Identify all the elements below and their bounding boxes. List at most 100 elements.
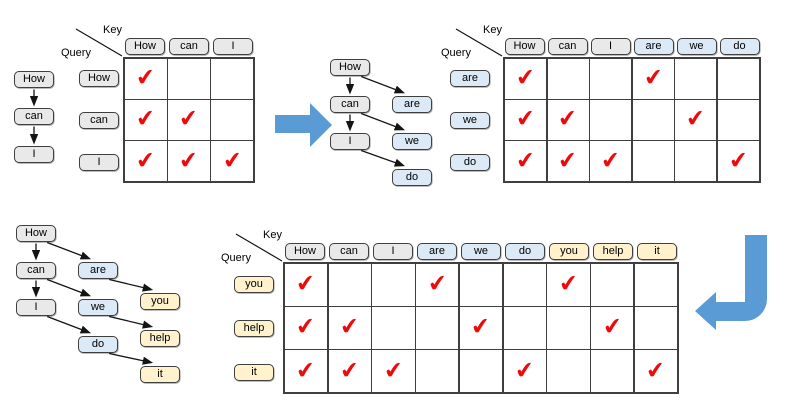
check-icon: ✔ bbox=[557, 105, 580, 134]
attention-matrix-3: ✔✔✔✔✔✔✔✔✔✔✔✔ bbox=[283, 262, 679, 394]
cell-help-you bbox=[547, 307, 590, 349]
check-icon: ✔ bbox=[644, 356, 667, 385]
cell-you-help bbox=[591, 264, 634, 306]
token-i: I bbox=[16, 299, 56, 316]
query-are: are bbox=[450, 69, 490, 87]
cell-you-it bbox=[634, 264, 677, 306]
cell-help-help: ✔ bbox=[591, 307, 634, 349]
check-icon: ✔ bbox=[557, 146, 580, 175]
cell-i-how: ✔ bbox=[125, 141, 167, 181]
cell-do-do: ✔ bbox=[717, 141, 759, 181]
axis-diagonal-line bbox=[455, 28, 503, 57]
cell-you-can bbox=[328, 264, 371, 306]
check-icon: ✔ bbox=[642, 64, 665, 93]
check-icon: ✔ bbox=[382, 356, 405, 385]
cell-are-do bbox=[717, 59, 759, 99]
check-icon: ✔ bbox=[514, 105, 537, 134]
edge-i-do bbox=[46, 315, 92, 334]
token-how: How bbox=[14, 71, 54, 88]
cell-help-how: ✔ bbox=[285, 307, 328, 349]
cell-do-how: ✔ bbox=[505, 141, 547, 181]
cell-it-can: ✔ bbox=[328, 350, 371, 392]
check-icon: ✔ bbox=[426, 270, 449, 299]
check-icon: ✔ bbox=[295, 313, 318, 342]
token-we: we bbox=[392, 133, 432, 150]
edge-can-we bbox=[360, 112, 406, 131]
key-i: I bbox=[213, 38, 253, 55]
cell-how-how: ✔ bbox=[125, 59, 167, 99]
query-we: we bbox=[450, 111, 490, 129]
key-can: can bbox=[169, 38, 209, 55]
cell-do-i: ✔ bbox=[590, 141, 632, 181]
key-are: are bbox=[633, 38, 674, 55]
key-how: How bbox=[504, 38, 545, 55]
transition-arrow-right-icon bbox=[275, 103, 332, 147]
cell-do-can: ✔ bbox=[547, 141, 589, 181]
key-we: we bbox=[676, 38, 717, 55]
edge-we-help bbox=[109, 315, 154, 329]
axis-diagonal-line bbox=[235, 233, 283, 262]
edge-how-are bbox=[46, 241, 92, 260]
cell-it-do: ✔ bbox=[503, 350, 546, 392]
cell-you-we bbox=[459, 264, 503, 306]
cell-are-we bbox=[675, 59, 717, 99]
cell-it-are bbox=[416, 350, 459, 392]
token-can: can bbox=[16, 262, 56, 279]
token-we: we bbox=[78, 299, 118, 316]
cell-we-how: ✔ bbox=[505, 100, 547, 140]
query-it: it bbox=[234, 363, 274, 381]
token-i: I bbox=[330, 133, 370, 150]
key-i: I bbox=[373, 243, 413, 260]
key-axis-label: Key bbox=[483, 24, 502, 36]
key-you: you bbox=[549, 243, 589, 260]
check-icon: ✔ bbox=[338, 356, 361, 385]
cell-we-do bbox=[717, 100, 759, 140]
edge-can-we bbox=[46, 278, 92, 297]
key-we: we bbox=[461, 243, 501, 260]
query-axis-label: Query bbox=[441, 47, 471, 59]
check-icon: ✔ bbox=[599, 146, 622, 175]
check-icon: ✔ bbox=[295, 356, 318, 385]
cell-are-can bbox=[547, 59, 589, 99]
check-icon: ✔ bbox=[177, 105, 200, 134]
loop-arrow-down-left-icon bbox=[695, 235, 767, 330]
query-axis-label: Query bbox=[221, 252, 251, 264]
token-are: are bbox=[78, 262, 118, 279]
token-it: it bbox=[140, 366, 180, 383]
key-can: can bbox=[547, 38, 588, 55]
token-are: are bbox=[392, 96, 432, 113]
token-do: do bbox=[392, 169, 432, 186]
query-how: How bbox=[79, 69, 119, 87]
token-help: help bbox=[140, 330, 180, 347]
key-are: are bbox=[417, 243, 457, 260]
check-icon: ✔ bbox=[134, 146, 157, 175]
cell-help-can: ✔ bbox=[328, 307, 371, 349]
cell-i-i: ✔ bbox=[211, 141, 253, 181]
check-icon: ✔ bbox=[221, 146, 244, 175]
token-do: do bbox=[78, 336, 118, 353]
check-icon: ✔ bbox=[514, 146, 537, 175]
edge-how-are bbox=[360, 75, 406, 94]
cell-help-we: ✔ bbox=[459, 307, 503, 349]
query-i: I bbox=[79, 153, 119, 171]
check-icon: ✔ bbox=[514, 64, 537, 93]
cell-how-can bbox=[168, 59, 210, 99]
edge-are-you bbox=[109, 278, 154, 292]
cell-help-are bbox=[416, 307, 459, 349]
cell-are-are: ✔ bbox=[632, 59, 674, 99]
attention-matrix-2: ✔✔✔✔✔✔✔✔✔ bbox=[503, 57, 761, 183]
token-how: How bbox=[330, 59, 370, 76]
key-do: do bbox=[505, 243, 545, 260]
cell-how-i bbox=[211, 59, 253, 99]
cell-it-you bbox=[547, 350, 590, 392]
cell-i-can: ✔ bbox=[168, 141, 210, 181]
key-do: do bbox=[719, 38, 760, 55]
attention-matrix-1: ✔✔✔✔✔✔ bbox=[123, 57, 255, 183]
edge-i-do bbox=[360, 149, 406, 167]
key-axis-label: Key bbox=[103, 24, 122, 36]
cell-you-how: ✔ bbox=[285, 264, 328, 306]
check-icon: ✔ bbox=[134, 64, 157, 93]
